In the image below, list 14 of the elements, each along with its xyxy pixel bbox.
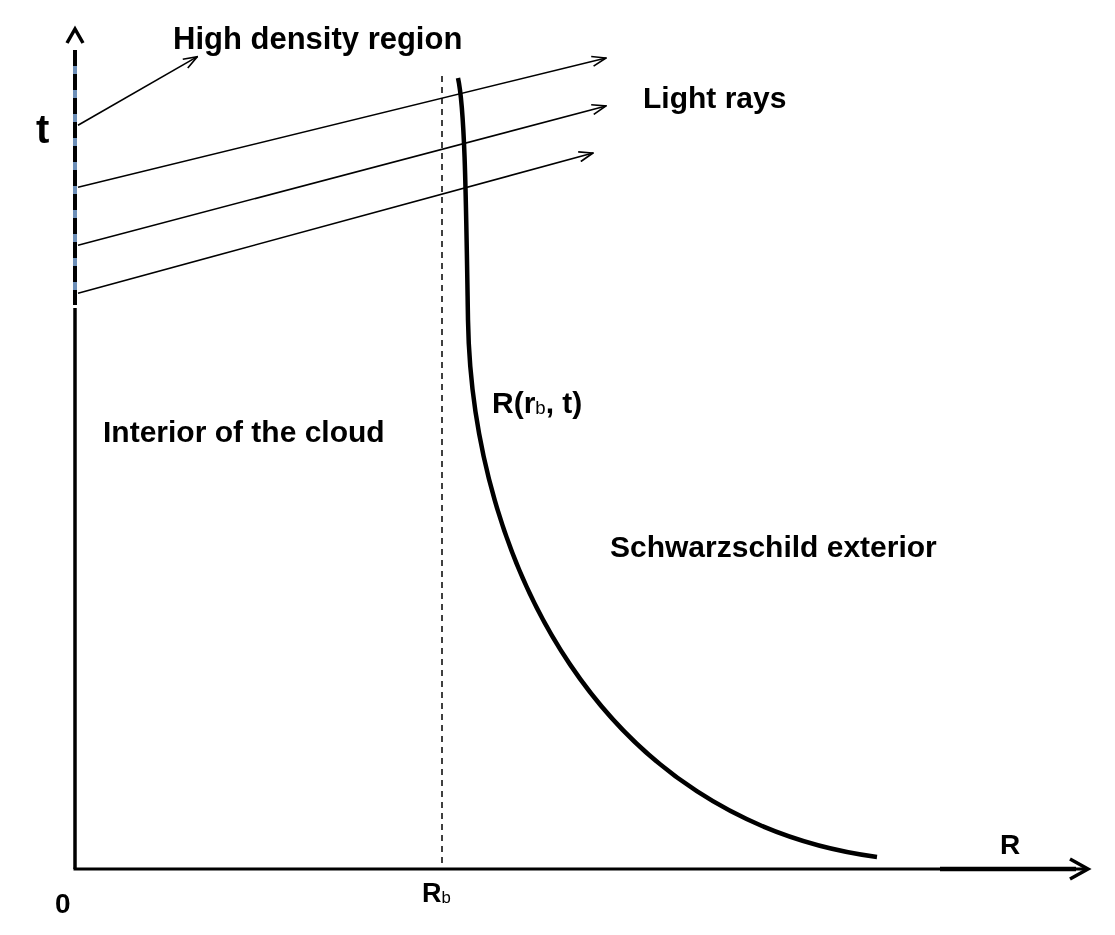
region-label: Schwarzschild exterior: [610, 530, 937, 565]
light-ray-arrow: [77, 151, 594, 294]
origin-label: 0: [55, 888, 71, 921]
callout-label: High density region: [173, 21, 463, 57]
axis-label: R: [1000, 829, 1021, 862]
region-label: Interior of the cloud: [103, 415, 385, 450]
annotation-label: Light rays: [643, 81, 787, 116]
light-ray-arrow: [77, 103, 607, 246]
curve-label: R(r$_{b}$, t): [492, 386, 583, 421]
dashed-axis-segment: [72, 50, 78, 305]
arrow: [77, 55, 199, 127]
light-ray-arrow: [77, 55, 607, 189]
tick-label: R$_{b}$: [422, 878, 451, 910]
axis-label: t: [36, 106, 50, 152]
